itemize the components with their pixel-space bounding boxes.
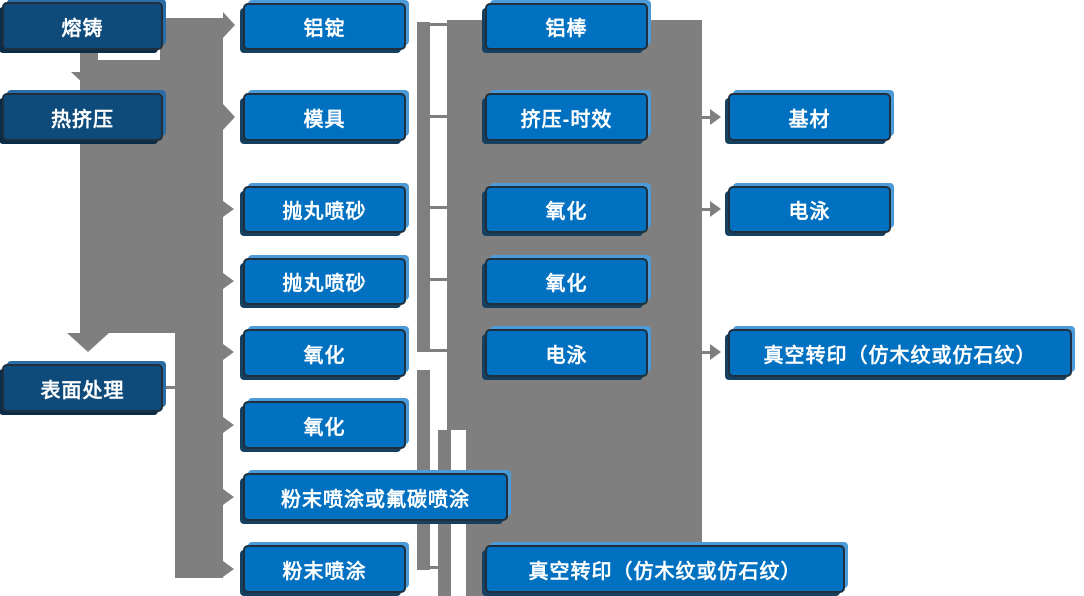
node-paowan2: 抛丸喷砂 [243,258,406,305]
node-label-biaomianchuli: 表面处理 [40,379,125,402]
arrowhead-to-shot-blasting-1 [223,201,234,217]
node-fenmo-futan: 粉末喷涂或氟碳喷涂 [243,473,508,521]
node-label-zhenkong-bottom: 真空转印（仿木纹或仿石纹） [528,560,802,583]
node-label-dianyong-c3: 电泳 [545,344,588,367]
node-rejiya: 热挤压 [2,93,163,141]
node-zhenkong-bottom: 真空转印（仿木纹或仿石纹） [485,545,845,593]
node-moju: 模具 [243,93,406,141]
node-yanghua-c2b: 氧化 [243,401,406,449]
arrowhead-to-aluminum-ingot [223,12,235,38]
node-label-lvbang: 铝棒 [545,18,588,40]
node-dianyong-c3: 电泳 [485,329,648,377]
node-label-paowan2: 抛丸喷砂 [282,273,367,295]
node-yanghua-c2a: 氧化 [243,329,406,377]
node-paowan1: 抛丸喷砂 [243,186,406,233]
connector-surface-treatment-link [163,386,175,389]
arrowhead-to-shot-blasting-2 [223,273,234,289]
connector-row-link-6 [429,566,448,569]
connector-to-vacuum-transfer-shaft [700,351,710,354]
arrowhead-to-oxidation-2 [223,417,234,433]
connector-row-link-2 [429,115,448,118]
node-label-moju: 模具 [303,108,346,131]
connector-row-link-4 [429,278,448,281]
arrowhead-to-mold [223,104,235,130]
node-label-lvding: 铝锭 [303,18,346,40]
node-label-rongzhu: 熔铸 [61,17,104,40]
node-label-jiya-shixiao: 挤压-时效 [520,108,613,131]
arrowhead-down-to-surface-treatment [67,333,109,352]
arrowhead-to-powder-coating [223,561,234,577]
node-label-fenmo-futan: 粉末喷涂或氟碳喷涂 [281,488,470,511]
node-label-paowan1: 抛丸喷砂 [282,201,367,223]
arrowhead-to-base-material [710,109,721,125]
node-yanghua-c3b: 氧化 [485,258,648,305]
node-label-yanghua-c2b: 氧化 [303,416,346,439]
node-label-yanghua-c2a: 氧化 [303,344,346,367]
node-label-dianyong-c4: 电泳 [788,201,831,223]
node-lvding: 铝锭 [243,3,406,50]
connector-row-link-3 [429,206,448,209]
node-label-fenmo: 粉末喷涂 [282,560,367,583]
node-biaomianchuli: 表面处理 [2,364,163,412]
node-label-jicai: 基材 [788,108,831,131]
node-jiya-shixiao: 挤压-时效 [485,93,648,141]
connector-row-link-5 [429,349,448,352]
node-label-yanghua-c3a: 氧化 [545,201,588,223]
node-jicai: 基材 [728,93,891,141]
node-label-zhenkong-right: 真空转印（仿木纹或仿石纹） [763,344,1037,367]
connector-to-base-material-shaft [700,116,710,119]
node-rongzhu: 熔铸 [2,2,163,50]
node-fenmo: 粉末喷涂 [243,545,406,593]
node-zhenkong-right: 真空转印（仿木纹或仿石纹） [728,329,1072,377]
connector-trunk-lower [175,333,223,578]
node-yanghua-c3a: 氧化 [485,186,648,233]
node-dianyong-c4: 电泳 [728,186,891,233]
connector-trunk-upper [160,18,223,62]
node-lvbang: 铝棒 [485,3,648,50]
connector-row-link-1 [429,23,448,26]
node-label-rejiya: 热挤压 [51,108,114,131]
arrowhead-to-electrophoresis-right [710,201,721,217]
arrowhead-to-oxidation-1 [223,344,234,360]
connector-to-electrophoresis-shaft [700,208,710,211]
node-label-yanghua-c3b: 氧化 [545,273,588,295]
arrowhead-to-vacuum-transfer-right [710,344,721,360]
connector-bus-lower [417,370,430,570]
connector-bus-upper [417,22,430,352]
arrowhead-to-powder-or-fluorocarbon [223,489,234,505]
